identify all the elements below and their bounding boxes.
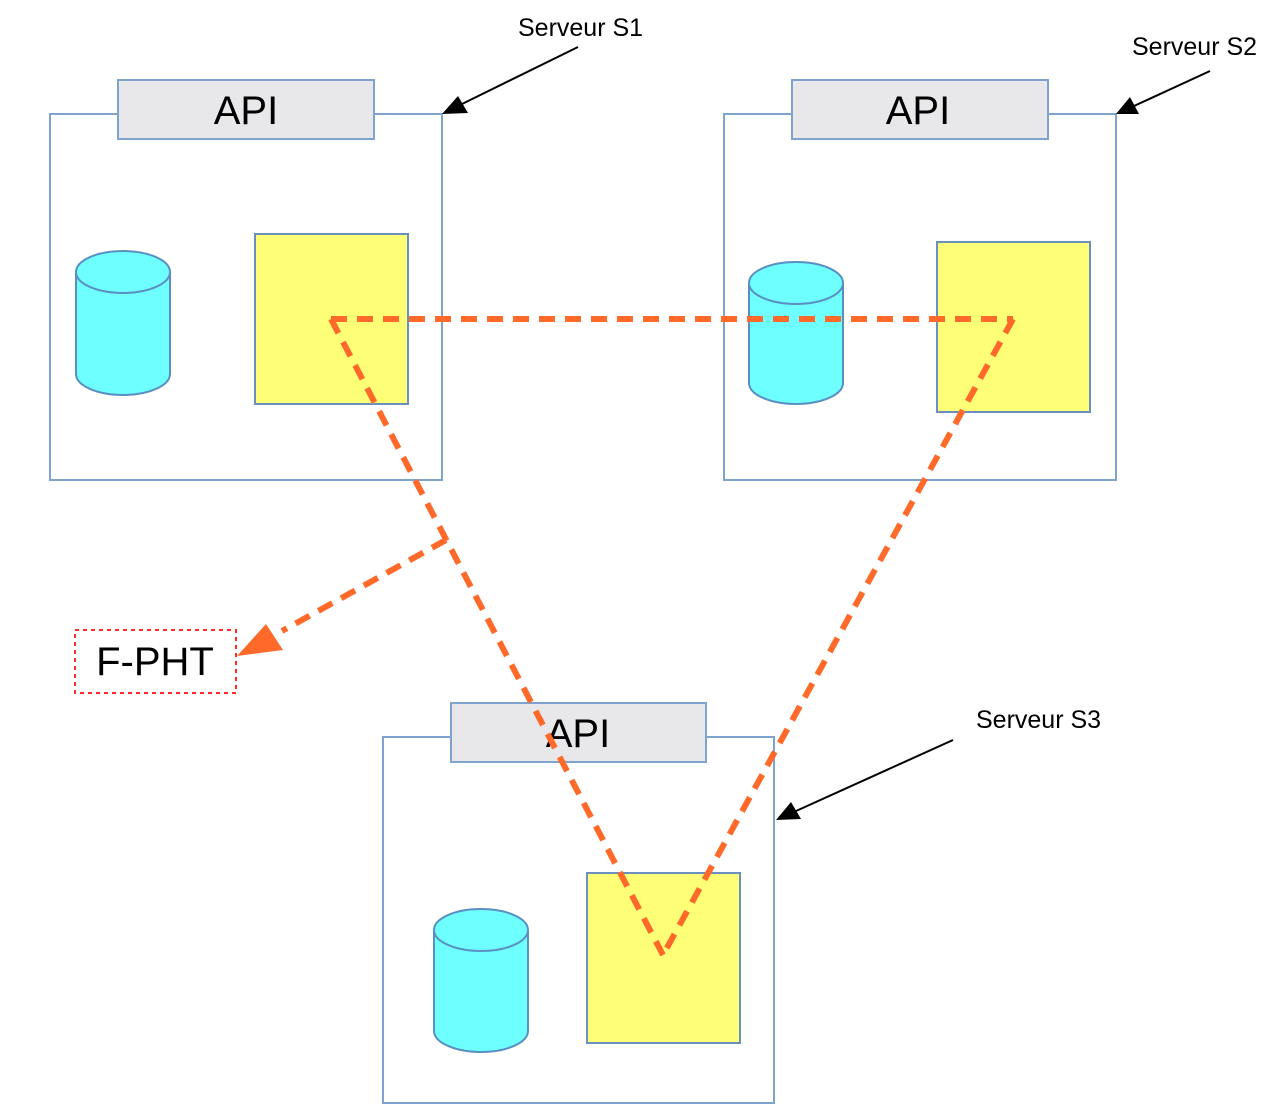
server-s3-process-box (586, 872, 741, 1044)
server-s1-label: Serveur S1 (518, 14, 643, 42)
server-s2: API (723, 79, 1117, 481)
server-s2-pointer-line (1133, 70, 1211, 107)
server-s1-api-label: API (214, 89, 278, 133)
fpht-arrowhead (237, 624, 283, 656)
server-s3-label: Serveur S3 (976, 706, 1101, 734)
server-s3-pointer-arrowhead (776, 802, 801, 820)
server-s1: API (49, 79, 443, 481)
server-s3-api-label: API (546, 712, 610, 756)
process-links (237, 316, 1016, 957)
server-s1-pointer-arrowhead (442, 96, 468, 114)
server-s3-database-icon (433, 908, 529, 1053)
server-s2-database-icon (748, 261, 844, 405)
server-s1-callout: Serveur S1 (442, 14, 643, 114)
server-s2-pointer-arrowhead (1116, 97, 1139, 114)
fpht-box (74, 629, 237, 694)
server-s3-callout: Serveur S3 (776, 706, 1101, 820)
server-s2-api-box (791, 79, 1049, 140)
server-s2-label: Serveur S2 (1132, 33, 1257, 61)
server-s1-api-box (117, 79, 375, 140)
server-s2-process-box (936, 241, 1091, 413)
server-s1-database-icon (75, 250, 171, 396)
fpht-label: F-PHT (96, 640, 214, 684)
server-s2-callout: Serveur S2 (1116, 33, 1257, 114)
fpht-output: F-PHT (74, 629, 237, 694)
link-to-fpht (280, 537, 448, 634)
server-s3-api-box (450, 702, 707, 763)
server-s3: API (382, 702, 775, 1104)
link-s2-s3 (660, 317, 1016, 957)
link-s1-s3 (328, 317, 666, 957)
server-s3-pointer-line (795, 739, 954, 812)
server-s1-pointer-line (461, 46, 579, 105)
server-s2-api-label: API (886, 89, 950, 133)
